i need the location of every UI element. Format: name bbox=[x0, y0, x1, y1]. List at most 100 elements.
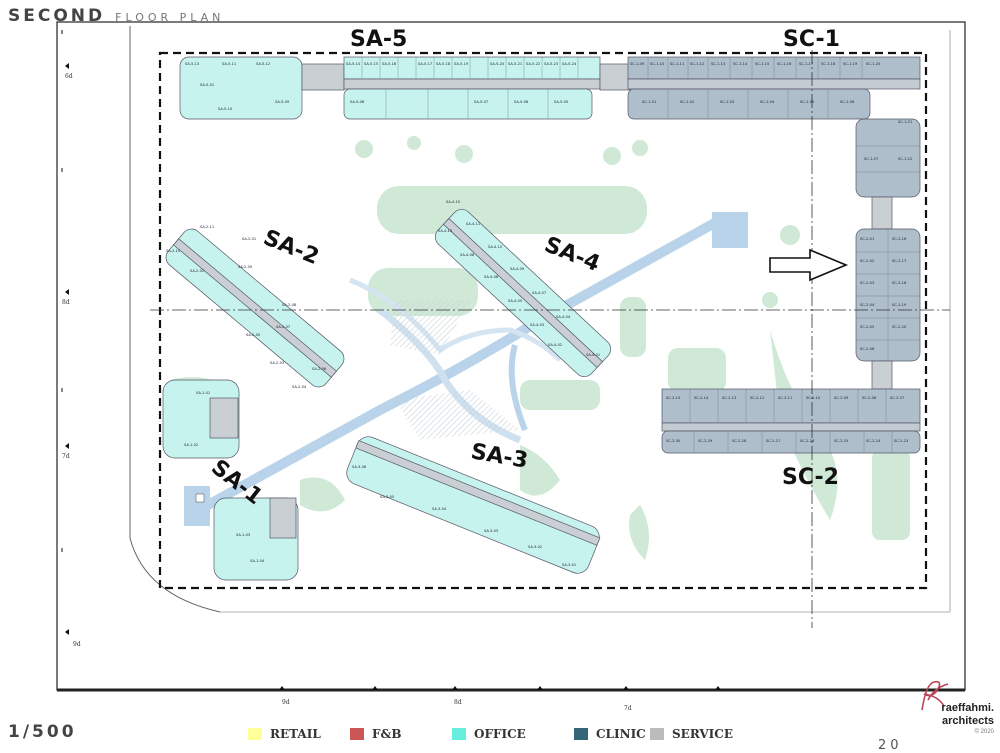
legend-label: RETAIL bbox=[270, 727, 321, 741]
zone-label-sa4: SA-4 bbox=[541, 232, 604, 277]
unit-label: SC-2-08 bbox=[862, 396, 877, 400]
section-lines bbox=[150, 50, 950, 628]
unit-label: SC-2-01 bbox=[860, 237, 874, 241]
unit-dividers bbox=[361, 57, 920, 453]
unit-label: SC-1-04 bbox=[760, 100, 775, 104]
unit-label: SA-5-17 bbox=[418, 62, 432, 66]
brand-name-line2: architects bbox=[942, 715, 994, 727]
unit-label: SA-3-02 bbox=[528, 545, 542, 549]
unit-label: SA-2-11 bbox=[200, 225, 214, 229]
sheet-frame bbox=[56, 21, 966, 692]
unit-label: SA-3-01 bbox=[562, 563, 576, 567]
zone-label-sa2: SA-2 bbox=[260, 225, 323, 270]
unit-label: SA-5-21 bbox=[508, 62, 522, 66]
unit-label: SC-1-17 bbox=[799, 62, 813, 66]
unit-label: SA-4-08 bbox=[460, 253, 475, 257]
axis-mark: 8d bbox=[62, 299, 70, 306]
unit-label: SC-2-13 bbox=[722, 396, 736, 400]
unit-label: SC-1-03 bbox=[720, 100, 734, 104]
unit-labels-sa4: SA-4-10 SA-4-11 SA-4-12 SA-4-13 SA-4-08 … bbox=[438, 200, 600, 357]
axis-mark: 8d bbox=[454, 699, 462, 706]
unit-labels-sa3: SA-3-06 SA-3-05 SA-3-04 SA-3-03 SA-3-02 … bbox=[352, 465, 576, 567]
unit-label: SA-2-07 bbox=[276, 325, 290, 329]
unit-label: SA-2-09 bbox=[238, 265, 253, 269]
unit-label: SA-5-20 bbox=[490, 62, 505, 66]
signature-icon bbox=[921, 680, 949, 711]
unit-label: SA-5-05 bbox=[554, 100, 568, 104]
zone-label-sa3: SA-3 bbox=[469, 439, 530, 474]
unit-label: SA-2-02 bbox=[190, 269, 204, 273]
unit-label: SC-1-18 bbox=[821, 62, 836, 66]
unit-label: SC-1-12 bbox=[690, 62, 704, 66]
axis-mark: 9d bbox=[73, 641, 81, 648]
legend-swatch bbox=[248, 728, 262, 740]
unit-labels-sa2: SA-2-11 SA-2-09 SA-2-10 SA-2-08 SA-2-07 … bbox=[166, 225, 327, 389]
unit-label: SA-2-03 bbox=[270, 361, 284, 365]
unit-label: SC-1-09 bbox=[630, 62, 645, 66]
unit-label: SC-2-26 bbox=[800, 439, 815, 443]
legend-label: CLINIC bbox=[596, 727, 646, 741]
unit-label: SC-2-18 bbox=[892, 281, 907, 285]
unit-label: SC-1-05 bbox=[800, 100, 814, 104]
unit-label: SC-1-11 bbox=[670, 62, 684, 66]
unit-label: SA-4-04 bbox=[556, 315, 571, 319]
unit-label: SC-2-24 bbox=[866, 439, 881, 443]
unit-label: SA-2-06 bbox=[312, 367, 327, 371]
axis-mark: 6d bbox=[65, 73, 73, 80]
unit-label: SC-1-15 bbox=[755, 62, 769, 66]
unit-label: SA-4-03 bbox=[530, 323, 544, 327]
unit-label: SA-5-09 bbox=[275, 100, 290, 104]
unit-label: SC-2-12 bbox=[750, 396, 764, 400]
sheet-title-sub: FLOOR PLAN bbox=[115, 11, 225, 24]
scale-label: 1/500 bbox=[8, 722, 77, 742]
unit-label: SA-5-13 bbox=[185, 62, 199, 66]
legend-swatch bbox=[574, 728, 588, 740]
brand-copyright: © 2020 bbox=[974, 729, 994, 735]
legend-item-fnb: F&B bbox=[350, 727, 402, 741]
unit-label: SA-5-23 bbox=[544, 62, 558, 66]
unit-label: SC-2-06 bbox=[860, 347, 875, 351]
unit-label: SC-2-15 bbox=[666, 396, 680, 400]
unit-label: SC-1-01 bbox=[642, 100, 656, 104]
brand-logo: raeffahmi. architects © 2020 bbox=[912, 678, 998, 748]
sheet-title: SECOND FLOOR PLAN bbox=[8, 6, 224, 26]
unit-label: SC-1-14 bbox=[733, 62, 748, 66]
legend: RETAIL F&B OFFICE CLINIC SERVICE bbox=[248, 727, 768, 747]
zone-label-sa5: SA-5 bbox=[350, 27, 407, 52]
unit-label: SC-2-17 bbox=[892, 259, 906, 263]
legend-label: SERVICE bbox=[672, 727, 733, 741]
unit-label: SA-4-07 bbox=[532, 291, 546, 295]
unit-label: SA-4-01 bbox=[586, 353, 600, 357]
unit-label: SA-4-13 bbox=[438, 229, 452, 233]
legend-item-service: SERVICE bbox=[650, 727, 733, 741]
legend-label: F&B bbox=[372, 727, 402, 741]
unit-label: SA-3-05 bbox=[380, 495, 394, 499]
brand-name-line1: raeffahmi. bbox=[941, 702, 994, 714]
unit-label: SC-2-28 bbox=[732, 439, 747, 443]
unit-label: SA-4-10 bbox=[446, 200, 461, 204]
unit-label: SC-2-19 bbox=[892, 303, 907, 307]
unit-labels-sc2: SC-2-15 SC-2-14 SC-2-13 SC-2-12 SC-2-11 … bbox=[666, 237, 908, 443]
legend-item-office: OFFICE bbox=[452, 727, 526, 741]
unit-label: SA-2-08 bbox=[282, 303, 297, 307]
unit-label: SA-5-06 bbox=[514, 100, 529, 104]
unit-label: SA-5-15 bbox=[364, 62, 378, 66]
unit-label: SC-2-04 bbox=[860, 303, 875, 307]
unit-labels-sa5: SA-5-13 SA-5-11 SA-5-12 SA-5-01 SA-5-14 … bbox=[185, 62, 577, 111]
unit-label: SA-1-01 bbox=[196, 391, 210, 395]
legend-swatch bbox=[650, 728, 664, 740]
unit-label: SA-5-24 bbox=[562, 62, 577, 66]
unit-label: SA-4-09 bbox=[510, 267, 525, 271]
unit-label: SC-1-06 bbox=[840, 100, 855, 104]
unit-label: SC-2-14 bbox=[694, 396, 709, 400]
unit-label: SA-5-22 bbox=[526, 62, 540, 66]
page-number: 20 bbox=[878, 738, 903, 753]
unit-label: SC-2-16 bbox=[892, 237, 907, 241]
unit-label: SA-5-19 bbox=[454, 62, 469, 66]
unit-label: SA-5-14 bbox=[346, 62, 361, 66]
zone-label-sc2: SC-2 bbox=[782, 465, 839, 490]
legend-item-clinic: CLINIC bbox=[574, 727, 646, 741]
zone-label-sc1: SC-1 bbox=[783, 27, 840, 52]
unit-label: SA-4-02 bbox=[548, 343, 562, 347]
sheet-title-main: SECOND bbox=[8, 6, 106, 26]
